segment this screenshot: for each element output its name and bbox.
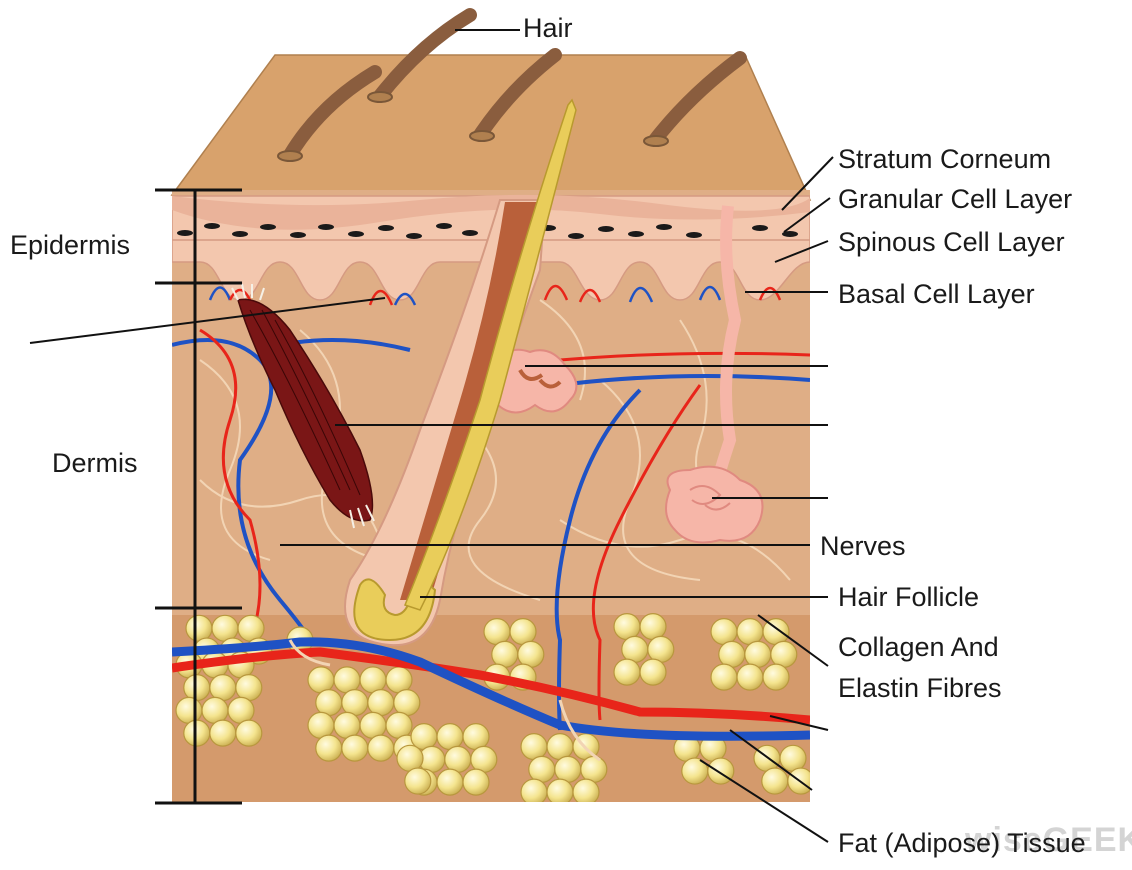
fat-cell xyxy=(573,779,599,805)
fat-cell xyxy=(614,659,640,685)
fat-cell xyxy=(521,779,547,805)
fat-cell xyxy=(210,720,236,746)
fat-cell xyxy=(463,724,489,750)
fat-cell xyxy=(368,690,394,716)
fat-cell xyxy=(463,769,489,795)
fat-cell xyxy=(394,690,420,716)
fat-cell xyxy=(397,745,423,771)
fat-cell xyxy=(737,619,763,645)
fat-cell xyxy=(360,667,386,693)
fat-cell xyxy=(334,667,360,693)
fat-cell xyxy=(238,615,264,641)
fat-cell xyxy=(648,636,674,662)
label-granular-cell-layer: Granular Cell Layer xyxy=(838,186,1072,213)
fat-cell xyxy=(445,746,471,772)
label-hair: Hair xyxy=(523,15,573,42)
fat-cell xyxy=(360,712,386,738)
fat-cell xyxy=(622,636,648,662)
fat-cell xyxy=(640,614,666,640)
fat-cell xyxy=(640,659,666,685)
fat-cell xyxy=(405,768,431,794)
fat-cell xyxy=(529,756,555,782)
fat-cell xyxy=(342,690,368,716)
fat-cell xyxy=(780,745,806,771)
fat-cell xyxy=(228,697,254,723)
label-basal-cell-layer: Basal Cell Layer xyxy=(838,281,1035,308)
fat-cell xyxy=(547,779,573,805)
fat-cell xyxy=(521,734,547,760)
fat-cell xyxy=(186,615,212,641)
fat-cell xyxy=(762,768,788,794)
fat-cell xyxy=(368,735,394,761)
fat-cell xyxy=(510,619,536,645)
fat-cell xyxy=(386,667,412,693)
fat-cell xyxy=(737,664,763,690)
fat-cell xyxy=(437,769,463,795)
fat-cell xyxy=(711,664,737,690)
fat-cell xyxy=(518,641,544,667)
fat-cell xyxy=(236,675,262,701)
label-epidermis: Epidermis xyxy=(10,232,130,259)
fat-cell xyxy=(308,712,334,738)
label-hair-follicle: Hair Follicle xyxy=(838,584,979,611)
fat-cell xyxy=(316,735,342,761)
fat-cell xyxy=(719,641,745,667)
label-collagen-line-2: Elastin Fibres xyxy=(838,675,1002,702)
fat-cell xyxy=(184,675,210,701)
fat-cell xyxy=(212,615,238,641)
fat-cell xyxy=(342,735,368,761)
fat-cell xyxy=(492,641,518,667)
fat-cell xyxy=(308,667,334,693)
fat-cell xyxy=(334,712,360,738)
fat-cell xyxy=(176,697,202,723)
label-nerves: Nerves xyxy=(820,533,906,560)
fat-cell xyxy=(745,641,771,667)
fat-cell xyxy=(771,641,797,667)
fat-cell xyxy=(236,720,262,746)
label-dermis: Dermis xyxy=(52,450,138,477)
label-spinous-cell-layer: Spinous Cell Layer xyxy=(838,229,1065,256)
label-collagen-line-1: Collagen And xyxy=(838,634,999,661)
fat-cell xyxy=(711,619,737,645)
fat-cell xyxy=(763,664,789,690)
fat-cell xyxy=(316,690,342,716)
fat-cell xyxy=(184,720,210,746)
fat-cell xyxy=(471,746,497,772)
fat-cell xyxy=(437,724,463,750)
fat-cell xyxy=(547,734,573,760)
label-fat-tissue: Fat (Adipose) Tissue xyxy=(838,830,1086,857)
fat-cell xyxy=(614,614,640,640)
fat-cell xyxy=(210,675,236,701)
fat-cell xyxy=(581,756,607,782)
fat-cell xyxy=(555,756,581,782)
fat-cell xyxy=(484,619,510,645)
fat-cell xyxy=(386,712,412,738)
fat-cell xyxy=(202,697,228,723)
label-stratum-corneum: Stratum Corneum xyxy=(838,146,1051,173)
